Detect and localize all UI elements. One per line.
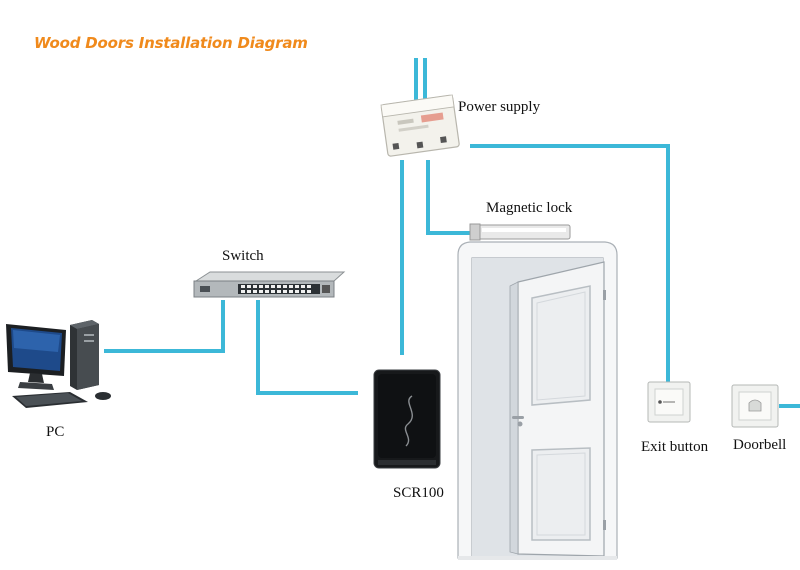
pc-to-switch-wire (104, 300, 225, 353)
network-switch-icon (193, 271, 346, 298)
power-to-exit-wire (470, 144, 670, 382)
reader-label: SCR100 (393, 485, 444, 501)
pc-label: PC (46, 424, 65, 440)
magnetic-lock-icon (469, 223, 571, 241)
exit-button-label: Exit button (641, 439, 709, 455)
magnetic-lock-label: Magnetic lock (486, 200, 573, 216)
exit-button-icon (647, 381, 691, 423)
wires (104, 58, 800, 408)
card-reader-icon (373, 369, 441, 469)
switch-to-reader-wire (256, 300, 358, 395)
doorbell-label: Doorbell (733, 437, 787, 453)
pc-icon (6, 320, 111, 408)
switch-label: Switch (222, 248, 264, 264)
door-icon (457, 241, 618, 560)
doorbell-icon (731, 384, 779, 428)
power-supply-icon (380, 94, 460, 157)
power-to-lock-wire (426, 160, 478, 235)
power-supply-label: Power supply (458, 99, 541, 115)
diagram-title: Wood Doors Installation Diagram (34, 34, 308, 52)
